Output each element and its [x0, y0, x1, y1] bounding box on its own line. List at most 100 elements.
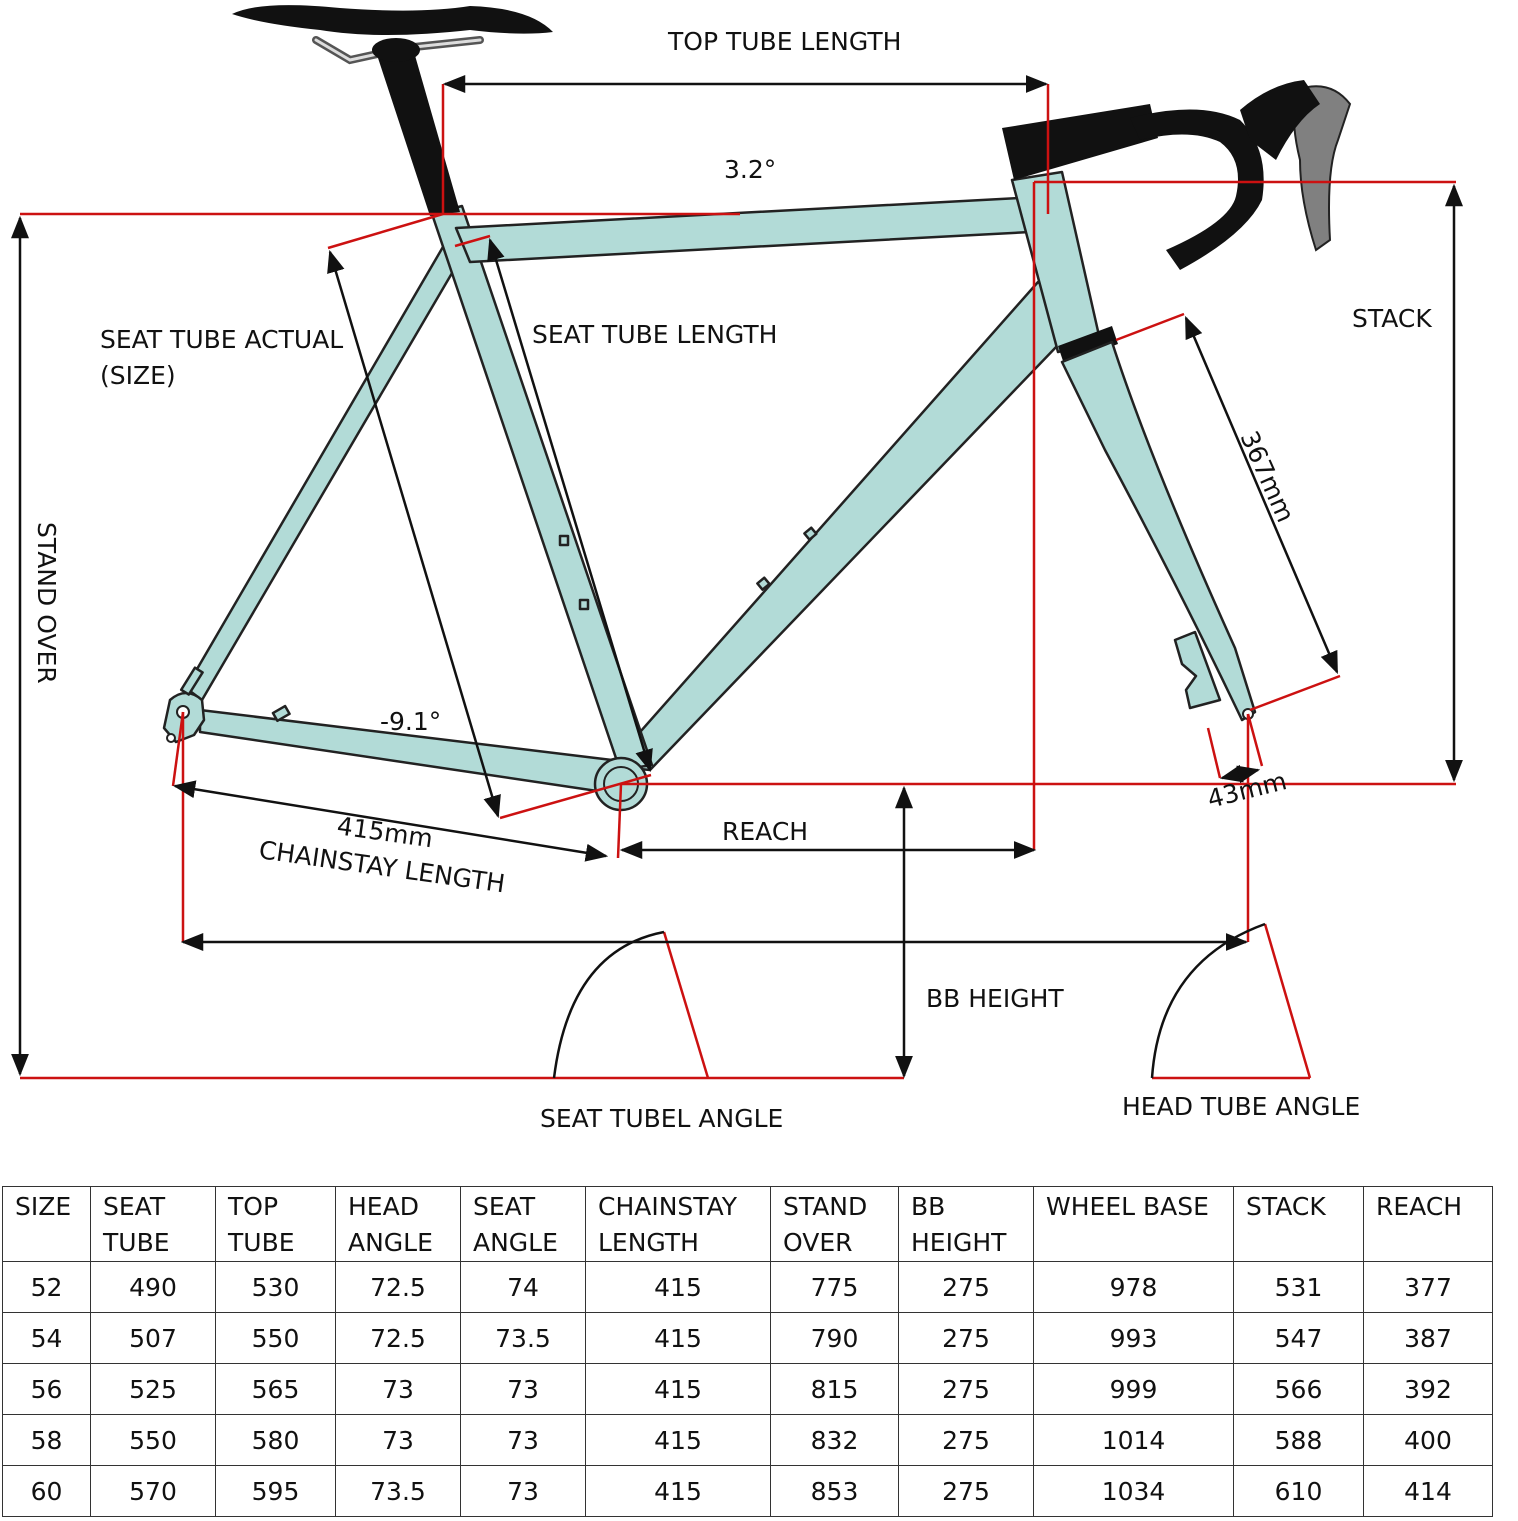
column-header-text: STAND	[783, 1192, 868, 1221]
table-cell: 525	[90, 1363, 216, 1415]
brake-lever	[1292, 85, 1352, 252]
table-cell: 832	[770, 1414, 899, 1466]
seat-tube-length-label: SEAT TUBE LENGTH	[532, 320, 777, 349]
table-cell: 60	[2, 1465, 91, 1517]
head-tube-angle-label: HEAD TUBE ANGLE	[1122, 1092, 1360, 1121]
table-cell: 54	[2, 1312, 91, 1364]
table-cell: 73.5	[460, 1312, 586, 1364]
table-cell: 610	[1233, 1465, 1364, 1517]
column-header-text: HEIGHT	[911, 1228, 1007, 1257]
column-header-text: OVER	[783, 1228, 853, 1257]
table-cell: 73.5	[335, 1465, 461, 1517]
seat-tube-actual-label: SEAT TUBE ACTUAL	[100, 325, 343, 354]
column-header: BB HEIGHT	[898, 1186, 1034, 1262]
table-cell: 72.5	[335, 1312, 461, 1364]
table-cell: 588	[1233, 1414, 1364, 1466]
table-cell: 275	[898, 1261, 1034, 1313]
chainstay-arrow	[172, 780, 609, 862]
table-cell: 74	[460, 1261, 586, 1313]
column-header: TOP TUBE	[215, 1186, 336, 1262]
dimension-arrows	[11, 75, 1463, 1079]
table-cell: 275	[898, 1465, 1034, 1517]
column-header-text: ANGLE	[348, 1228, 433, 1257]
table-cell: 377	[1363, 1261, 1493, 1313]
table-cell: 72.5	[335, 1261, 461, 1313]
column-header-text: SEAT	[473, 1192, 536, 1221]
table-cell: 415	[585, 1363, 771, 1415]
seat-tube-angle-arc	[552, 930, 665, 1079]
table-cell: 530	[215, 1261, 336, 1313]
table-cell: 1014	[1033, 1414, 1234, 1466]
table-cell: 415	[585, 1465, 771, 1517]
seatpost	[378, 52, 460, 216]
column-header: SIZE	[2, 1186, 91, 1262]
column-header-text: ANGLE	[473, 1228, 558, 1257]
fork-length-label: 367mm	[1235, 427, 1301, 527]
reach-label: REACH	[722, 817, 808, 846]
fork-length-arrow	[1184, 315, 1339, 675]
table-cell: 73	[335, 1414, 461, 1466]
table-cell: 550	[215, 1312, 336, 1364]
column-header: CHAINSTAY LENGTH	[585, 1186, 771, 1262]
stem-and-handlebar	[1002, 80, 1352, 270]
table-cell: 275	[898, 1363, 1034, 1415]
chainstay-angle-label: -9.1°	[380, 707, 441, 736]
table-cell: 993	[1033, 1312, 1234, 1364]
table-cell: 978	[1033, 1261, 1234, 1313]
handlebar	[1130, 109, 1264, 270]
seat-tube	[430, 204, 654, 772]
table-cell: 275	[898, 1414, 1034, 1466]
column-header: SEAT ANGLE	[460, 1186, 586, 1262]
column-header-text: REACH	[1376, 1192, 1463, 1221]
top-tube	[454, 196, 1032, 264]
column-header-text: TUBE	[228, 1228, 295, 1257]
table-cell: 531	[1233, 1261, 1364, 1313]
labels: TOP TUBE LENGTH 3.2° SEAT TUBE ACTUAL (S…	[32, 27, 1432, 1133]
column-header: STAND OVER	[770, 1186, 899, 1262]
table-cell: 387	[1363, 1312, 1493, 1364]
seat-tube-length-arrow	[487, 237, 653, 773]
seat-stay	[184, 238, 464, 702]
stack-label: STACK	[1352, 304, 1432, 333]
column-header: STACK	[1233, 1186, 1364, 1262]
table-cell: 415	[585, 1312, 771, 1364]
column-header-text: CHAINSTAY	[598, 1192, 738, 1221]
head-tube-angle-arc	[1150, 922, 1266, 1079]
table-cell: 1034	[1033, 1465, 1234, 1517]
column-header-text: SIZE	[15, 1192, 72, 1221]
table-cell: 565	[215, 1363, 336, 1415]
table-cell: 56	[2, 1363, 91, 1415]
top-tube-slope-label: 3.2°	[724, 155, 776, 184]
table-cell: 58	[2, 1414, 91, 1466]
column-header-text: LENGTH	[598, 1228, 699, 1257]
stand-over-label: STAND OVER	[32, 522, 61, 684]
column-header-text: TOP	[228, 1192, 279, 1221]
table-cell: 73	[460, 1414, 586, 1466]
table-cell: 415	[585, 1261, 771, 1313]
column-header-text: BB	[911, 1192, 946, 1221]
column-header-text: HEAD	[348, 1192, 419, 1221]
table-cell: 853	[770, 1465, 899, 1517]
table-cell: 415	[585, 1414, 771, 1466]
table-cell: 570	[90, 1465, 216, 1517]
reference-lines	[20, 84, 1456, 1080]
fork-offset-arrow	[1219, 764, 1261, 784]
table-cell: 566	[1233, 1363, 1364, 1415]
table-cell: 580	[215, 1414, 336, 1466]
table-cell: 999	[1033, 1363, 1234, 1415]
column-header-text: STACK	[1246, 1192, 1326, 1221]
table-cell: 490	[90, 1261, 216, 1313]
table-cell: 275	[898, 1312, 1034, 1364]
column-header: WHEEL BASE	[1033, 1186, 1234, 1262]
table-cell: 400	[1363, 1414, 1493, 1466]
column-header: HEAD ANGLE	[335, 1186, 461, 1262]
table-cell: 73	[460, 1363, 586, 1415]
table-cell: 392	[1363, 1363, 1493, 1415]
